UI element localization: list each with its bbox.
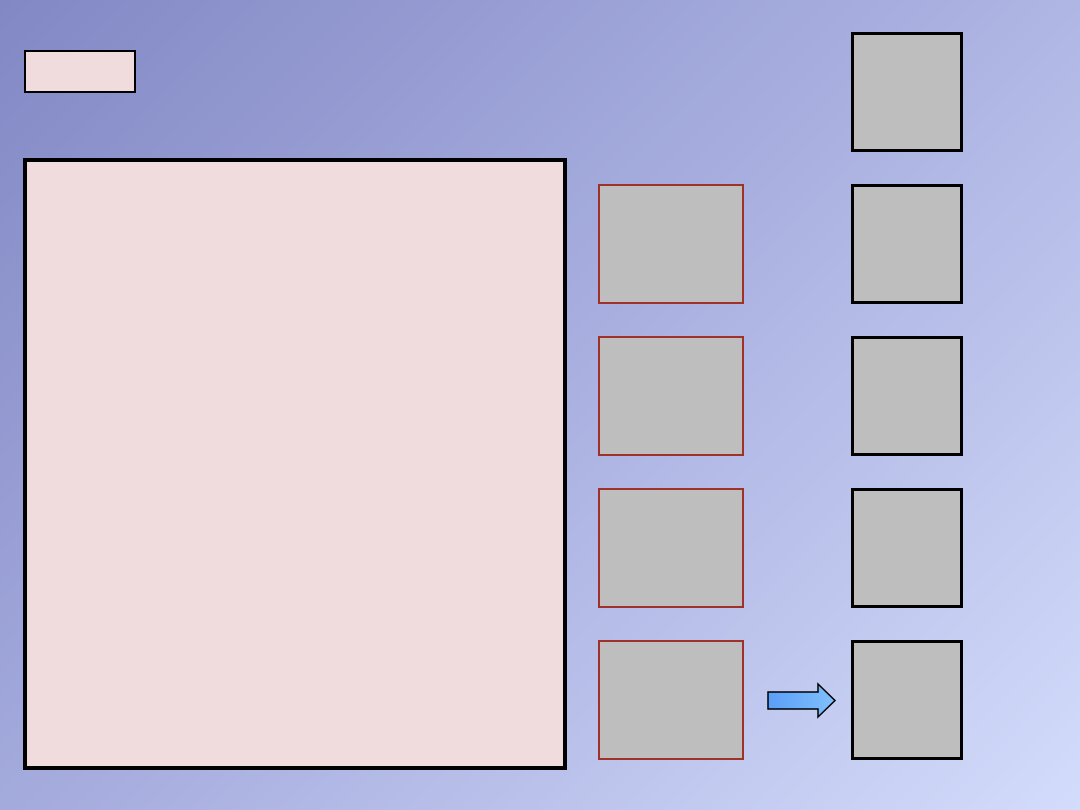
source-box-3	[598, 488, 744, 608]
right-arrow-icon	[767, 682, 837, 719]
main-panel	[23, 158, 567, 770]
source-box-4	[598, 640, 744, 760]
target-box-5	[851, 640, 963, 760]
source-box-1	[598, 184, 744, 304]
target-box-2	[851, 184, 963, 304]
target-box-4	[851, 488, 963, 608]
title-box	[24, 50, 136, 93]
target-box-3	[851, 336, 963, 456]
target-box-1	[851, 32, 963, 152]
source-box-2	[598, 336, 744, 456]
